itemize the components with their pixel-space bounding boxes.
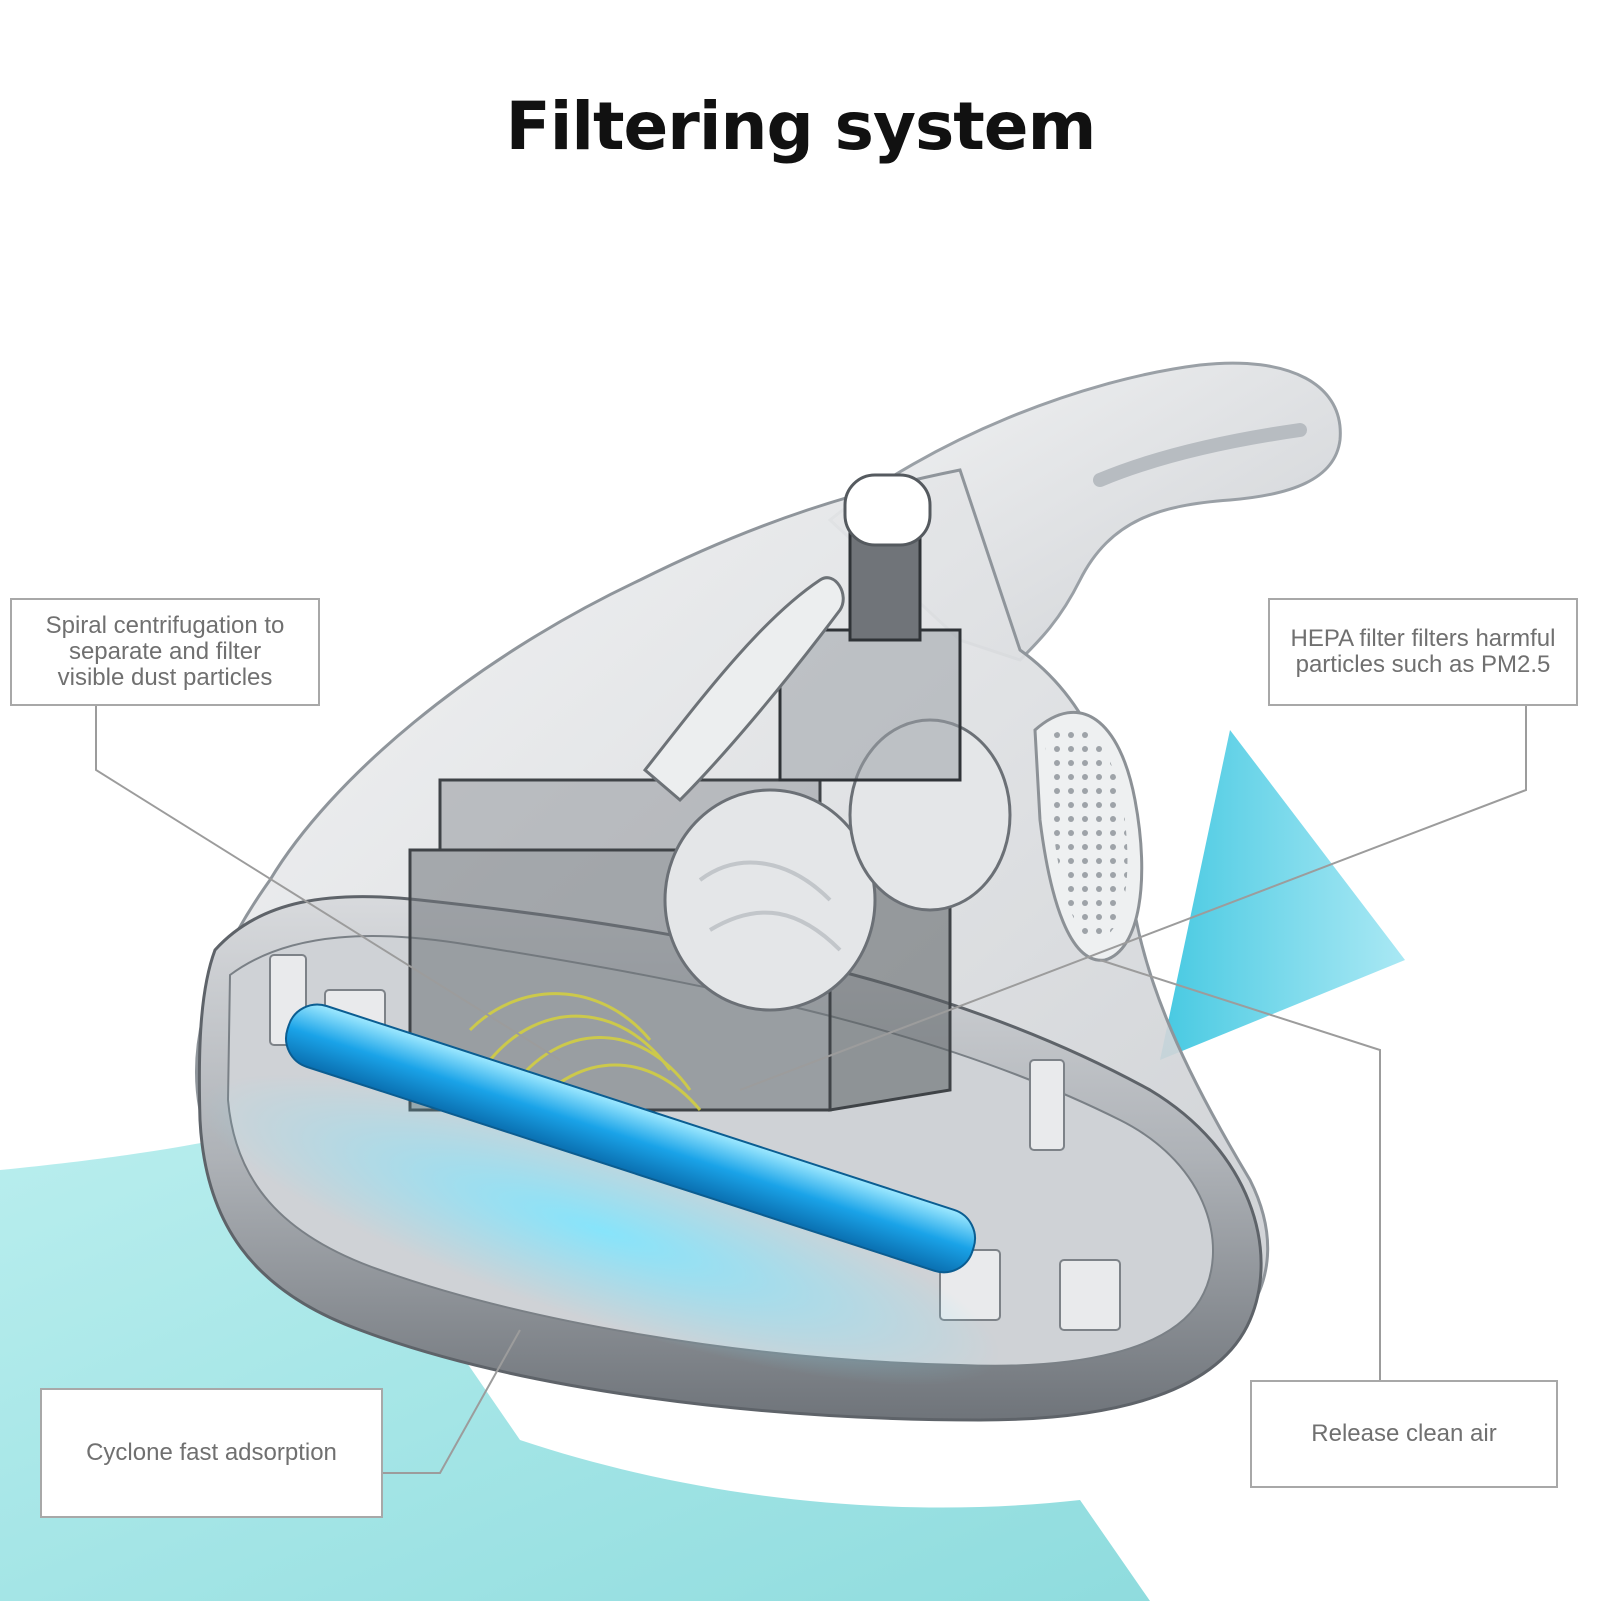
callout-cyclone-adsorption: Cyclone fast adsorption xyxy=(40,1388,383,1518)
filter-cylinders xyxy=(663,718,1012,1012)
motor-assembly xyxy=(642,473,962,803)
callout-hepa-filter: HEPA filter filters harmful particles su… xyxy=(1268,598,1578,706)
callout-hepa-line-1: HEPA filter filters harmful xyxy=(1290,625,1556,652)
clean-air-arrow xyxy=(1160,730,1405,1060)
hepa-grille xyxy=(1033,710,1144,962)
page-title: Filtering system xyxy=(505,88,1097,165)
uv-lamp xyxy=(199,1003,1001,1386)
callout-cyclone-text: Cyclone fast adsorption xyxy=(86,1439,337,1466)
leader-lines xyxy=(95,690,1527,1474)
callout-spiral-centrifugation: Spiral centrifugation to separate and fi… xyxy=(10,598,320,706)
callout-spiral-line-2: separate and filter xyxy=(68,638,262,665)
callout-hepa-line-2: particles such as PM2.5 xyxy=(1295,651,1551,678)
callout-spiral-line-1: Spiral centrifugation to xyxy=(45,612,285,639)
callout-release-clean-air: Release clean air xyxy=(1250,1380,1558,1488)
callout-spiral-line-3: visible dust particles xyxy=(57,664,273,691)
callout-release-text: Release clean air xyxy=(1311,1420,1497,1447)
handle-grip xyxy=(1093,423,1307,487)
